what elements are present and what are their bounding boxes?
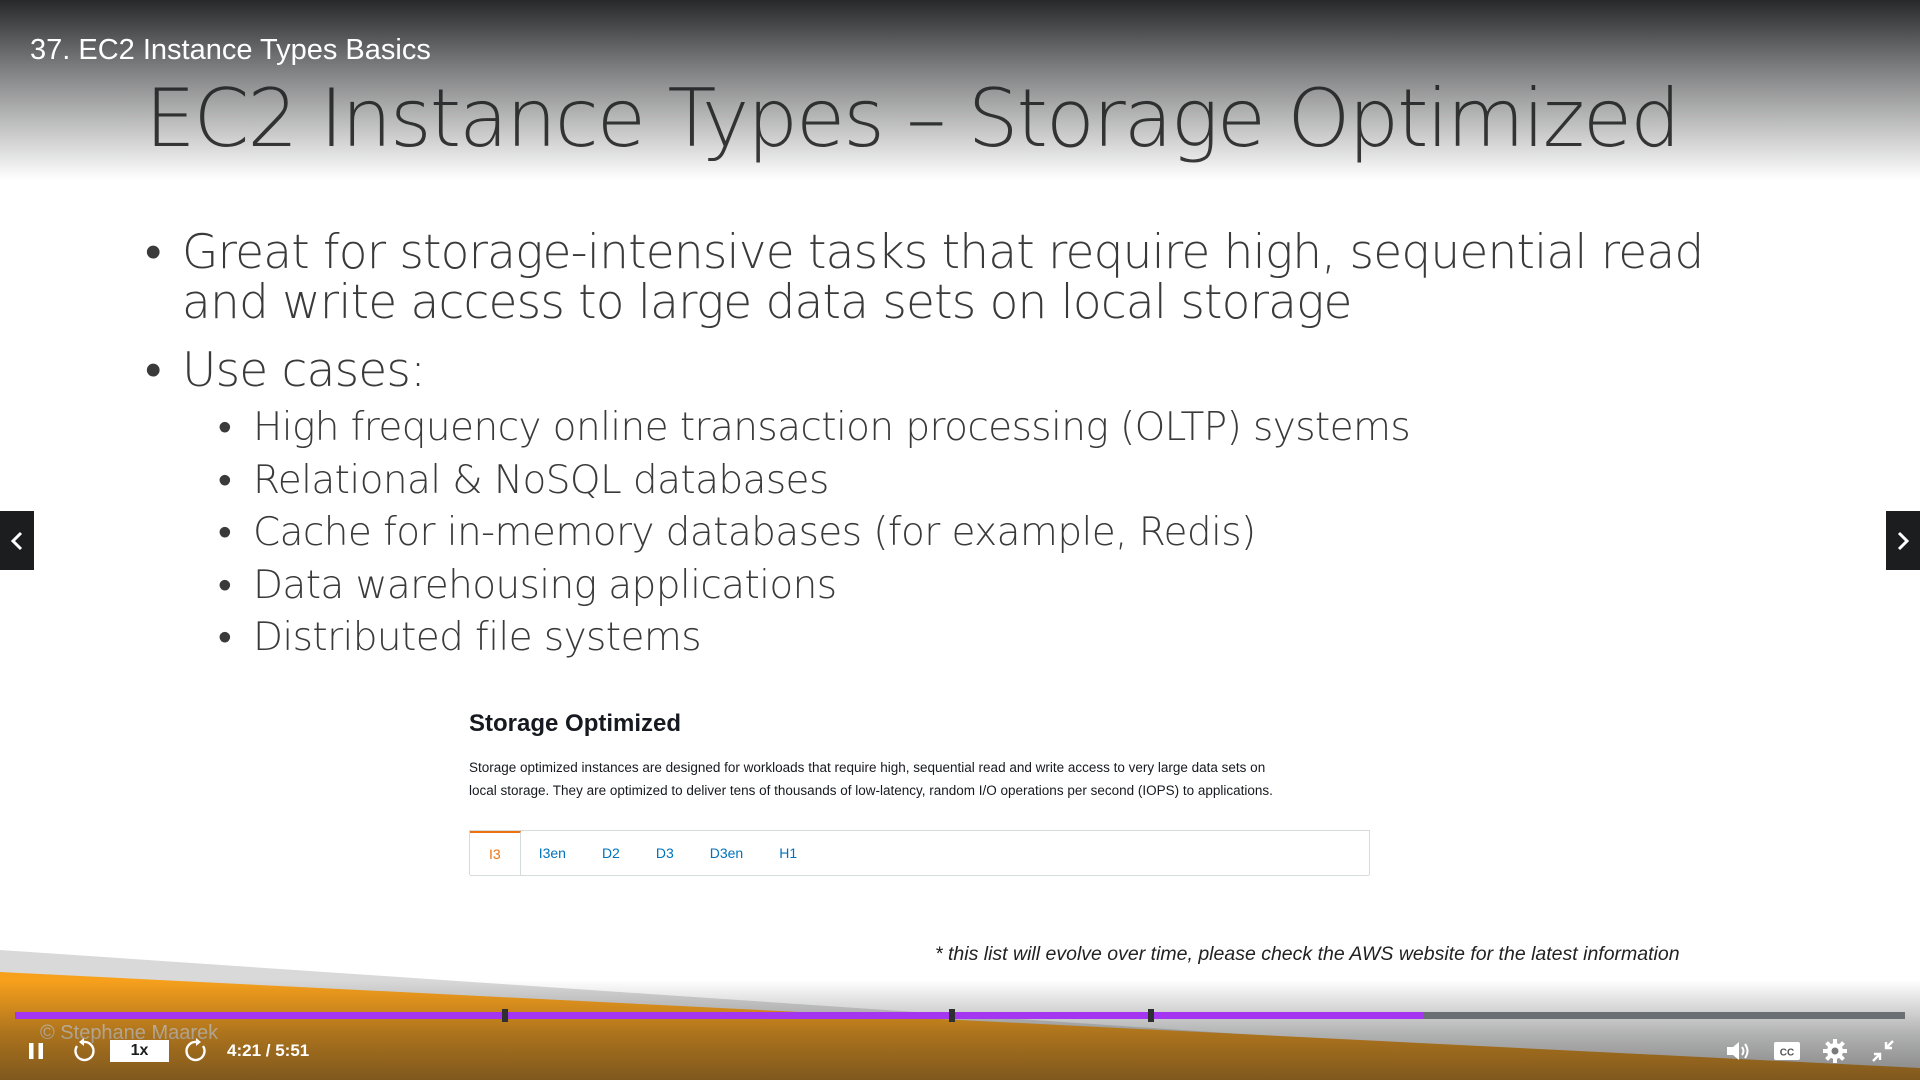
- aws-tab-d2: D2: [601, 845, 620, 861]
- playback-speed-button[interactable]: 1x: [110, 1040, 169, 1062]
- exit-fullscreen-button[interactable]: [1866, 1030, 1900, 1072]
- rewind-button[interactable]: [68, 1030, 100, 1072]
- chapter-marker: [1147, 1009, 1154, 1022]
- aws-tab-divider: [470, 875, 1369, 876]
- aws-tab-bar: I3 I3en D2 D3 D3en H1: [469, 830, 1370, 875]
- control-bar: 1x 4:21 / 5:51 CC: [0, 1030, 1920, 1072]
- volume-icon: [1727, 1042, 1749, 1060]
- exit-fullscreen-icon: [1872, 1040, 1894, 1062]
- bullet-use-cases: Use cases:: [145, 346, 1765, 397]
- slide-footnote: * this list will evolve over time, pleas…: [935, 943, 1680, 965]
- rewind-5-icon: [74, 1038, 95, 1062]
- settings-button[interactable]: [1818, 1030, 1852, 1072]
- captions-button[interactable]: CC: [1770, 1030, 1804, 1072]
- aws-tab-i3en: I3en: [538, 845, 566, 861]
- use-case-item: High frequency online transaction proces…: [218, 402, 1765, 455]
- use-case-item: Cache for in-memory databases (for examp…: [218, 507, 1765, 560]
- aws-desc-line: local storage. They are optimized to del…: [469, 783, 1273, 798]
- progress-fill: [15, 1012, 1424, 1019]
- chevron-left-icon: [10, 531, 23, 550]
- duration: 5:51: [275, 1041, 310, 1060]
- time-separator: /: [261, 1041, 276, 1060]
- aws-tab-h1: H1: [779, 845, 798, 861]
- captions-icon: CC: [1774, 1042, 1800, 1060]
- use-case-item: Data warehousing applications: [218, 560, 1765, 613]
- aws-heading: Storage Optimized: [469, 710, 682, 737]
- aws-desc-line: Storage optimized instances are designed…: [469, 760, 1266, 775]
- aws-screenshot: Storage Optimized Storage optimized inst…: [469, 710, 1370, 876]
- chapter-marker: [501, 1009, 508, 1022]
- next-lecture-button[interactable]: [1886, 511, 1920, 570]
- forward-5-icon: [185, 1038, 206, 1062]
- aws-tab-i3: I3: [470, 831, 521, 875]
- pause-icon: [29, 1043, 43, 1059]
- slide-bullets: Great for storage-intensive tasks that r…: [145, 228, 1765, 665]
- use-case-item: Relational & NoSQL databases: [218, 455, 1765, 508]
- chevron-right-icon: [1897, 531, 1910, 550]
- volume-button[interactable]: [1722, 1030, 1756, 1072]
- previous-lecture-button[interactable]: [0, 511, 34, 570]
- lecture-title: 37. EC2 Instance Types Basics: [30, 34, 431, 66]
- progress-bar[interactable]: [15, 1009, 1905, 1022]
- gear-icon: [1823, 1039, 1847, 1063]
- use-case-item: Distributed file systems: [218, 612, 1765, 665]
- svg-text:CC: CC: [1780, 1048, 1794, 1059]
- slide-title: EC2 Instance Types – Storage Optimized: [145, 72, 1681, 165]
- time-display: 4:21 / 5:51: [227, 1030, 309, 1072]
- current-time: 4:21: [227, 1041, 262, 1060]
- forward-button[interactable]: [180, 1030, 212, 1072]
- aws-tab-d3en: D3en: [709, 845, 744, 861]
- pause-button[interactable]: [20, 1030, 52, 1072]
- aws-tab-d3: D3: [655, 845, 674, 861]
- use-case-list: High frequency online transaction proces…: [218, 402, 1765, 665]
- bullet-description: Great for storage-intensive tasks that r…: [145, 228, 1765, 328]
- chapter-marker: [949, 1009, 956, 1022]
- aws-description: Storage optimized instances are designed…: [469, 756, 1369, 802]
